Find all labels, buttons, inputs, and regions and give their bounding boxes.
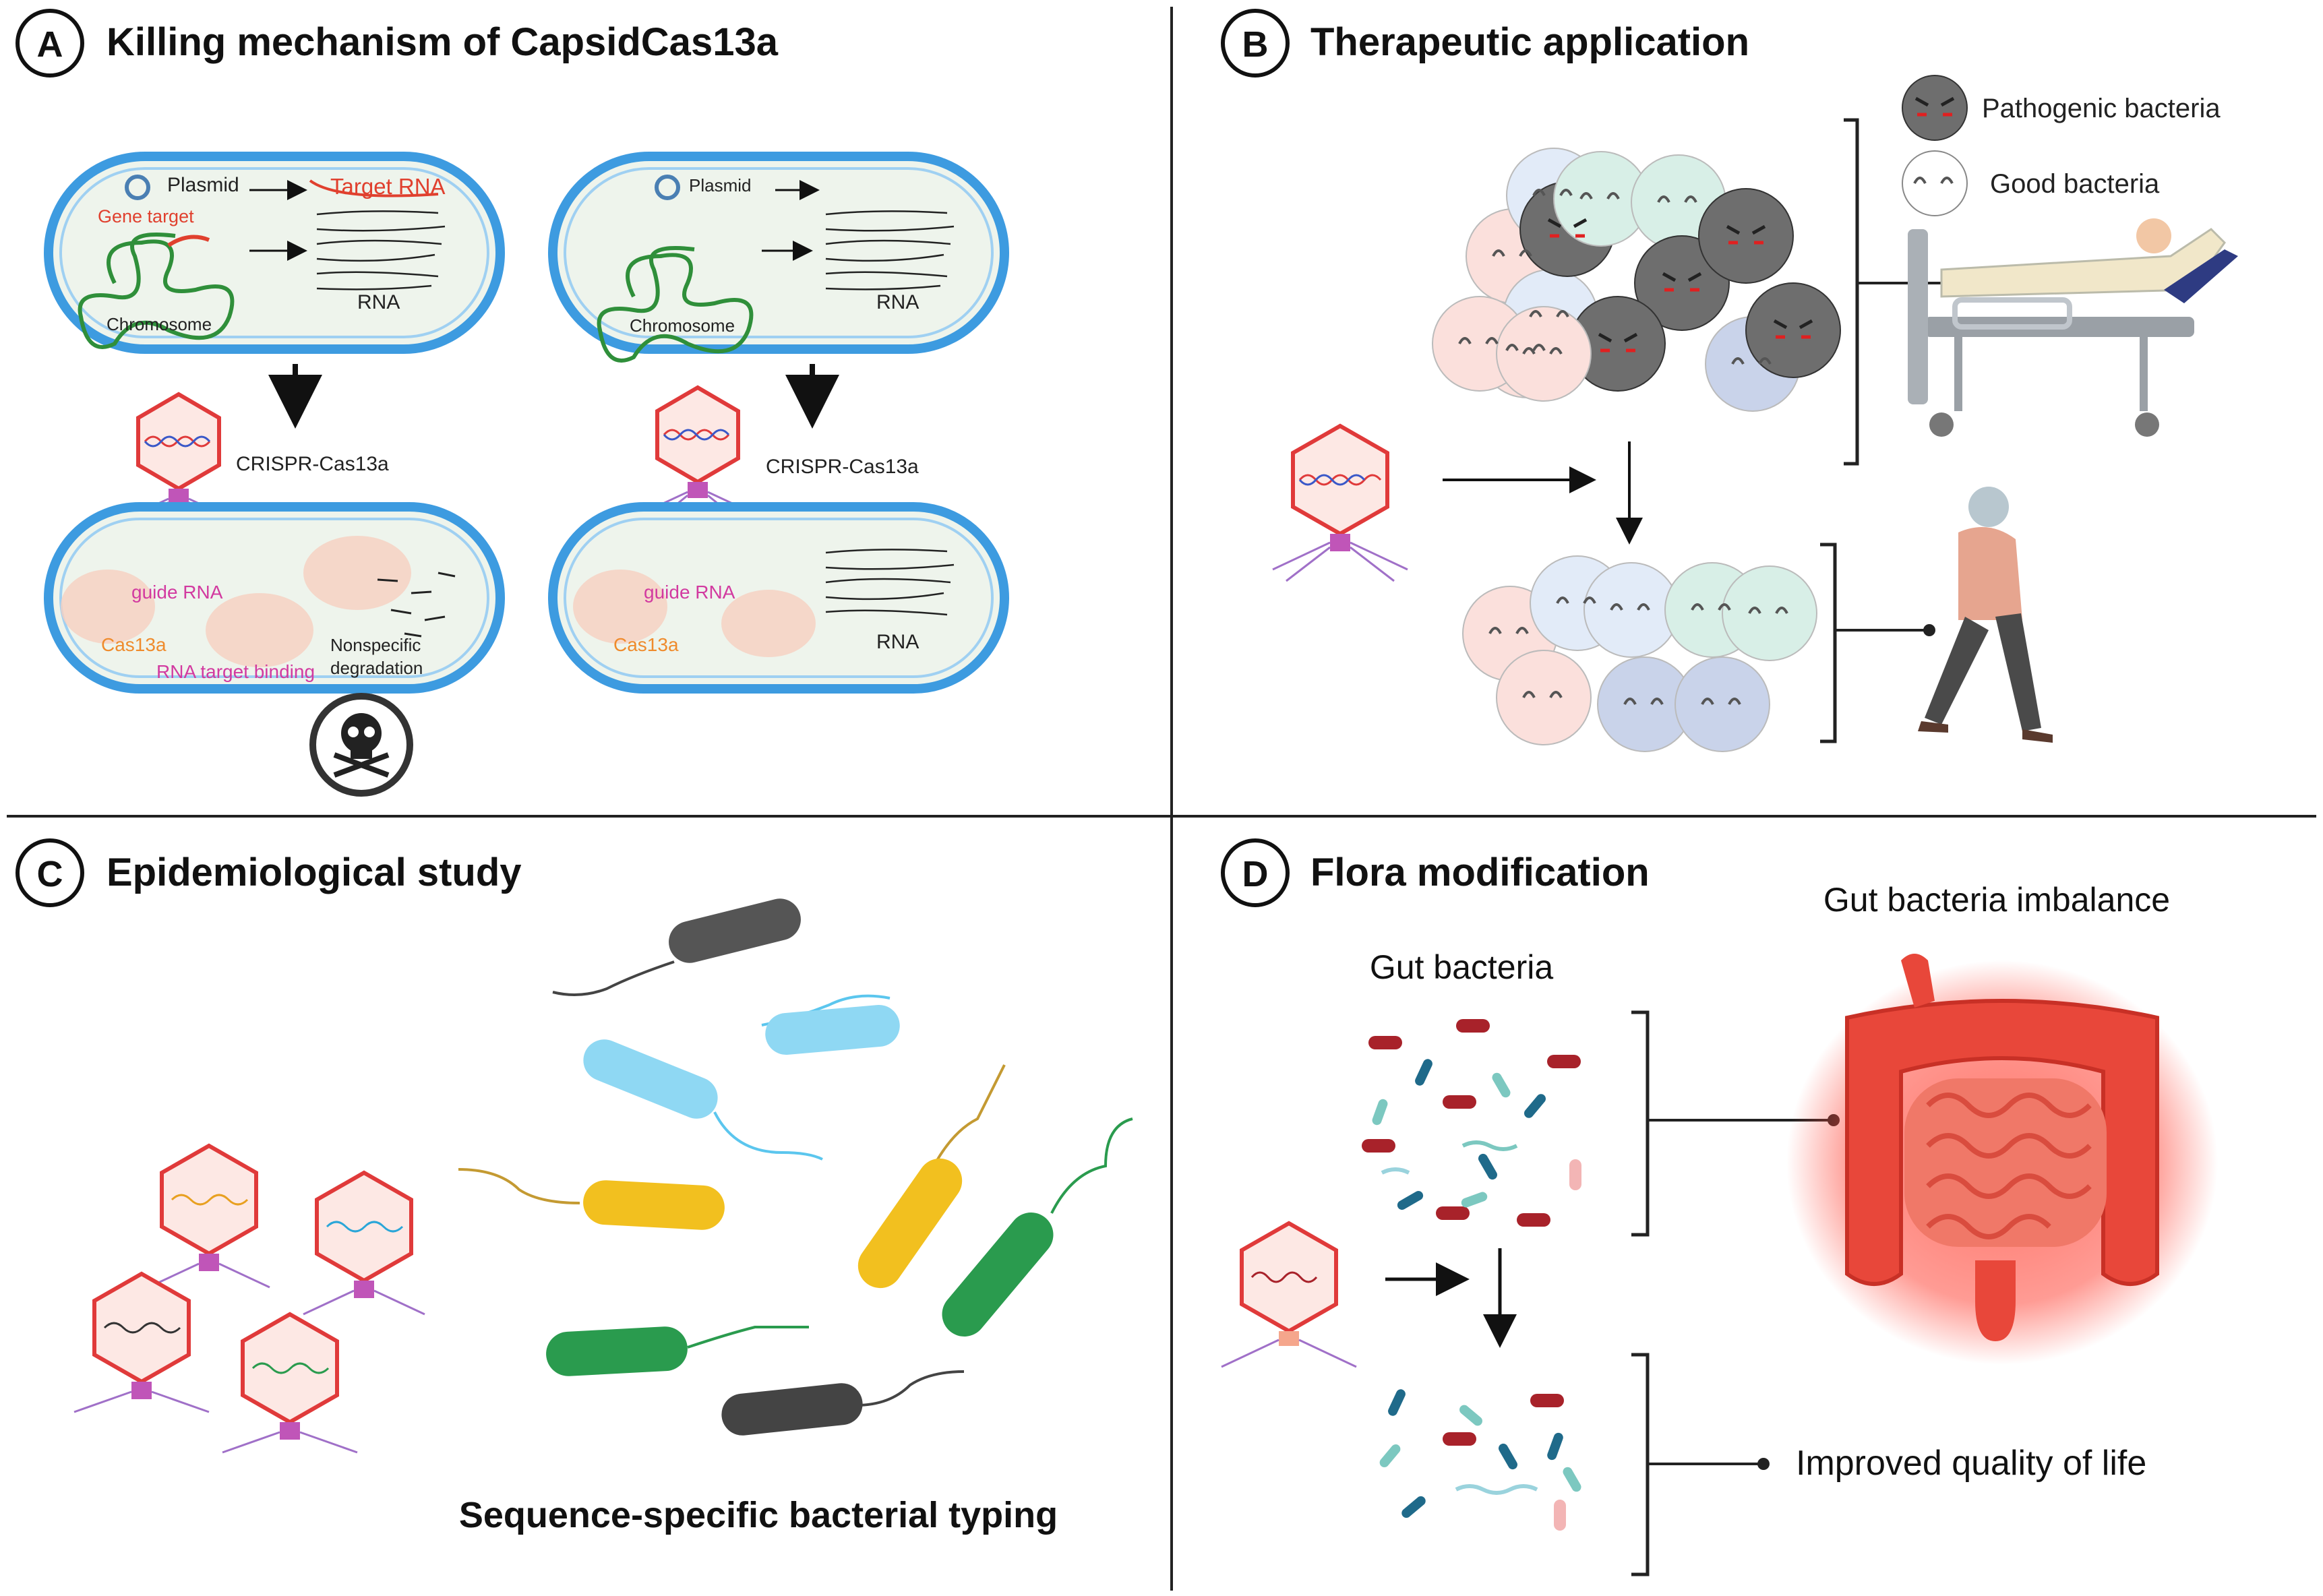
gut-bacteria-mix-after (1379, 1389, 1581, 1531)
chromosome-label-2: Chromosome (630, 315, 735, 336)
happy-face-icon (1488, 627, 1529, 634)
bracket-d-after (1631, 1353, 1650, 1576)
cell-top-left: Plasmid Target RNA Gene target Chromosom… (44, 152, 505, 354)
panel-a-badge: A (37, 24, 63, 65)
bacteria-cells-c (458, 898, 1133, 1436)
phages-c (73, 1143, 425, 1454)
legend-pathogenic: Pathogenic bacteria (1982, 94, 2221, 123)
gene-target-label: Gene target (98, 206, 194, 226)
happy-face-icon (1657, 195, 1697, 203)
happy-face-icon (1529, 310, 1569, 317)
angry-face-icon (1547, 218, 1588, 238)
phage-b (1272, 423, 1408, 582)
cas13a-label-2: Cas13a (613, 634, 679, 655)
panel-b-header: B Therapeutic application (1221, 9, 1749, 78)
panel-d-badge: D (1242, 854, 1269, 894)
panel-d-header: D Flora modification (1221, 838, 1650, 907)
plasmid-label-2: Plasmid (689, 175, 751, 195)
gut-bacteria-mix-before (1362, 1019, 1581, 1227)
bacteria-cluster-before (1432, 148, 1841, 412)
happy-face-icon (1505, 344, 1546, 351)
panel-a-header: A Killing mechanism of CapsidCas13a (16, 9, 779, 78)
panel-c-badge: C (37, 854, 63, 894)
happy-face-icon (1701, 698, 1741, 705)
happy-face-icon (1579, 192, 1620, 200)
happy-face-icon (1492, 249, 1532, 257)
happy-face-icon (1913, 177, 1954, 184)
angry-face-icon (1914, 96, 1955, 117)
hospital-bed-icon (1908, 218, 2238, 437)
happy-face-icon (1731, 357, 1772, 365)
imbalance-label: Gut bacteria imbalance (1823, 881, 2170, 919)
legend-good: Good bacteria (1990, 169, 2160, 199)
cell-bottom-left: guide RNA Cas13a RNA target binding Nons… (44, 502, 505, 694)
happy-face-icon (1458, 337, 1499, 344)
legend: Pathogenic bacteria Good bacteria (1902, 75, 2221, 216)
happy-face-icon (1522, 347, 1563, 355)
caption-typing: Sequence-specific bacterial typing (459, 1495, 1058, 1535)
rna-target-binding-label: RNA target binding (156, 661, 315, 682)
target-rna-label: Target RNA (330, 174, 446, 199)
panel-c-title: Epidemiological study (107, 851, 522, 894)
panel-d-title: Flora modification (1310, 851, 1650, 894)
cell-bottom-right: guide RNA Cas13a RNA (548, 502, 1009, 694)
guide-rna-label-1: guide RNA (131, 582, 223, 603)
walking-person-icon (1918, 487, 2053, 743)
improved-label: Improved quality of life (1796, 1444, 2146, 1483)
rna-fragments (377, 572, 456, 638)
degradation-label: degradation (330, 658, 423, 678)
rna-label-3: RNA (876, 631, 919, 653)
happy-face-icon (1691, 603, 1731, 611)
panel-b-badge: B (1242, 24, 1269, 65)
plasmid-icon (655, 175, 680, 200)
angry-face-icon (1662, 272, 1702, 292)
bacteria-cluster-after (1462, 555, 1817, 752)
angry-face-icon (1726, 224, 1766, 245)
pathogenic-icon (1902, 75, 1968, 141)
panel-b-title: Therapeutic application (1310, 20, 1749, 64)
angry-face-icon (1598, 332, 1638, 352)
nonspecific-label: Nonspecific (330, 635, 421, 655)
bracket-after (1820, 543, 1837, 743)
rna-label-2: RNA (876, 291, 919, 313)
chromosome-icon (78, 233, 235, 349)
happy-face-icon (1556, 596, 1596, 604)
chromosome-label: Chromosome (107, 314, 212, 334)
panel-a-title: Killing mechanism of CapsidCas13a (107, 20, 779, 64)
intestine-icon (1786, 954, 2218, 1365)
rna-strands (825, 549, 955, 616)
phage-d (1221, 1221, 1357, 1368)
happy-face-icon (1623, 698, 1664, 705)
guide-rna-label-2: guide RNA (644, 582, 735, 603)
crispr-label-1: CRISPR-Cas13a (236, 453, 389, 475)
angry-face-icon (1773, 319, 1813, 339)
good-bacteria-icon (1902, 150, 1968, 216)
happy-face-icon (1522, 691, 1563, 698)
cell-top-right: Plasmid Chromosome RNA (548, 152, 1009, 363)
rna-strands (316, 210, 446, 290)
panel-c-header: C Epidemiological study (16, 838, 522, 907)
rna-strands (825, 210, 955, 290)
happy-face-icon (1748, 607, 1788, 614)
plasmid-label: Plasmid (167, 174, 239, 196)
plasmid-icon (125, 175, 150, 200)
happy-face-icon (1532, 189, 1573, 196)
skull-icon (309, 693, 413, 797)
happy-face-icon (1610, 603, 1650, 611)
crispr-label-2: CRISPR-Cas13a (766, 456, 919, 478)
chromosome-icon (597, 246, 754, 363)
cas13a-label-1: Cas13a (101, 634, 167, 655)
gut-bacteria-label: Gut bacteria (1370, 948, 1554, 986)
rna-label-1: RNA (357, 291, 400, 313)
bracket-d-before (1631, 1010, 1650, 1237)
bracket-before (1844, 118, 1859, 466)
